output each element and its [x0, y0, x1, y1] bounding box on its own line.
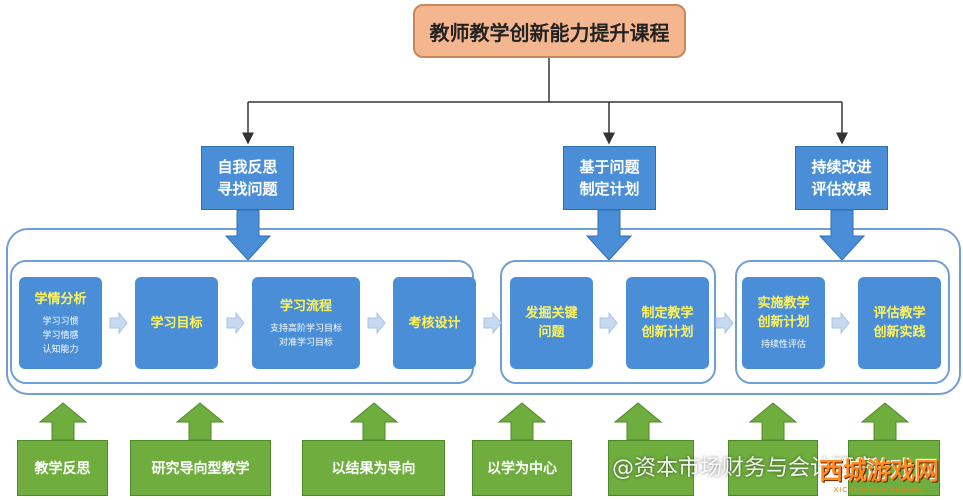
- up-arrow-icon: [748, 402, 798, 441]
- flow-arrow-icon: [109, 311, 128, 335]
- down-arrow-icon: [224, 209, 272, 261]
- phase-box-improve: 持续改进 评估效果: [795, 146, 888, 210]
- support-label: 研究导向型教学: [151, 461, 250, 477]
- step-subtext: 对准学习目标: [278, 337, 333, 348]
- support-box-7: [848, 440, 940, 496]
- site-logo: 西城游戏网 XICHENGYOUXIWANG: [796, 447, 962, 498]
- support-box-results: 以结果为导向: [302, 440, 445, 496]
- step-title: 学习流程: [279, 298, 332, 314]
- step-subtext: 学习情感: [42, 330, 79, 341]
- flow-arrow-icon: [226, 311, 245, 335]
- step-identify-problem: 发掘关键 问题: [510, 277, 593, 369]
- step-title-line2: 创新实践: [873, 325, 926, 340]
- logo-name: 西城游戏网: [819, 457, 939, 485]
- flow-arrow-icon: [483, 311, 502, 335]
- down-arrow-icon: [818, 209, 866, 261]
- phase-line: 持续改进: [811, 158, 872, 176]
- support-label: 以学为中心: [487, 461, 557, 477]
- phase-line: 评估效果: [811, 180, 872, 198]
- step-title: 考核设计: [408, 315, 461, 331]
- step-subtext: 学习习惯: [42, 316, 79, 327]
- support-box-5: [608, 440, 694, 496]
- support-box-reflection: 教学反思: [17, 440, 108, 496]
- step-title-line2: 创新计划: [641, 325, 694, 340]
- step-title: 学习目标: [150, 315, 203, 331]
- phase-line: 制定计划: [579, 180, 640, 198]
- phase-line: 寻找问题: [217, 180, 278, 198]
- step-subtext: 认知能力: [42, 344, 79, 355]
- phase-line: 自我反思: [217, 158, 278, 176]
- watermark-overlay: @资本市场财务与会计研究: [612, 446, 960, 486]
- step-title: 发掘关键: [525, 306, 578, 321]
- course-title-box: 教师教学创新能力提升课程: [413, 4, 686, 58]
- support-box-learner-centered: 以学为中心: [472, 440, 572, 496]
- watermark-text: @资本市场财务与会计研究: [612, 456, 877, 481]
- step-learner-analysis: 学情分析 学习习惯 学习情感 认知能力: [19, 277, 102, 369]
- step-subtext: 支持高阶学习目标: [269, 323, 342, 334]
- support-box-research: 研究导向型教学: [130, 440, 271, 496]
- phase-box-plan: 基于问题 制定计划: [563, 146, 656, 210]
- support-box-6: [728, 440, 818, 496]
- support-label: 以结果为导向: [331, 461, 416, 477]
- step-title: 制定教学: [641, 306, 694, 321]
- logo-subtitle: XICHENGYOUXIWANG: [833, 486, 925, 494]
- step-assessment-design: 考核设计: [393, 277, 476, 369]
- flow-arrow-icon: [599, 311, 618, 335]
- down-arrow-icon: [585, 209, 633, 261]
- step-learning-process: 学习流程 支持高阶学习目标 对准学习目标: [252, 277, 360, 369]
- course-title: 教师教学创新能力提升课程: [429, 20, 670, 45]
- flow-arrow-icon: [831, 311, 850, 335]
- up-arrow-icon: [613, 402, 663, 441]
- flow-arrow-icon: [715, 311, 734, 335]
- step-evaluate-practice: 评估教学 创新实践: [858, 277, 941, 369]
- step-title: 评估教学: [873, 306, 926, 321]
- up-arrow-icon: [860, 402, 910, 441]
- support-label: 教学反思: [34, 461, 91, 477]
- up-arrow-icon: [38, 402, 88, 441]
- flow-arrow-icon: [367, 311, 386, 335]
- step-subtext: 持续性评估: [760, 340, 806, 350]
- up-arrow-icon: [497, 402, 547, 441]
- phase-line: 基于问题: [579, 158, 640, 176]
- step-title-line2: 问题: [538, 325, 565, 340]
- step-implement-plan: 实施教学 创新计划 持续性评估: [742, 277, 825, 369]
- up-arrow-icon: [349, 402, 399, 441]
- phase-box-reflect: 自我反思 寻找问题: [201, 146, 294, 210]
- step-learning-goals: 学习目标: [135, 277, 218, 369]
- step-make-plan: 制定教学 创新计划: [626, 277, 709, 369]
- step-title: 学情分析: [34, 291, 87, 307]
- up-arrow-icon: [175, 402, 225, 441]
- step-title: 实施教学: [757, 296, 810, 311]
- step-title-line2: 创新计划: [757, 315, 810, 330]
